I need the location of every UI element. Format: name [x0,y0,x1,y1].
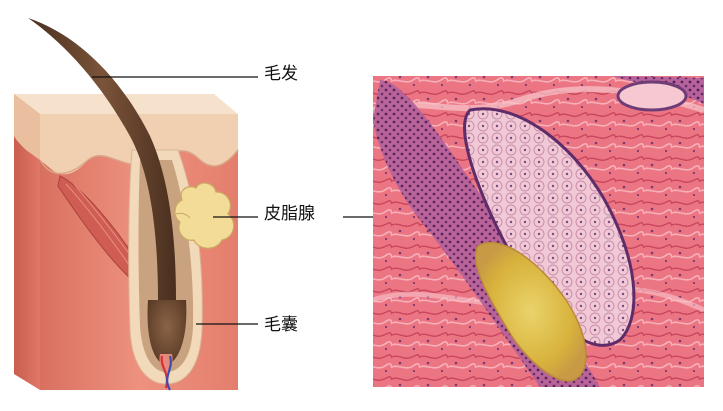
muscle-fiber [65,183,135,273]
sebaceous-gland [174,182,235,249]
adjacent-structure [612,76,704,104]
hair-bulb [147,300,187,366]
hair-follicle-label: 毛囊 [264,315,298,335]
sebaceous-lobule [463,107,636,347]
skin-block-side [14,94,40,390]
skin-illustration [14,18,239,391]
histology-photo [373,76,704,387]
gland-duct [175,212,191,219]
hair-core [474,241,587,382]
adjacent-duct [616,80,688,112]
epidermis-edge [39,155,131,175]
epidermis-side [14,94,40,160]
sebaceous-gland-label: 皮脂腺 [264,204,315,224]
hair-shaft [28,18,176,300]
vein [166,355,172,391]
hair-label: 毛发 [264,64,298,84]
